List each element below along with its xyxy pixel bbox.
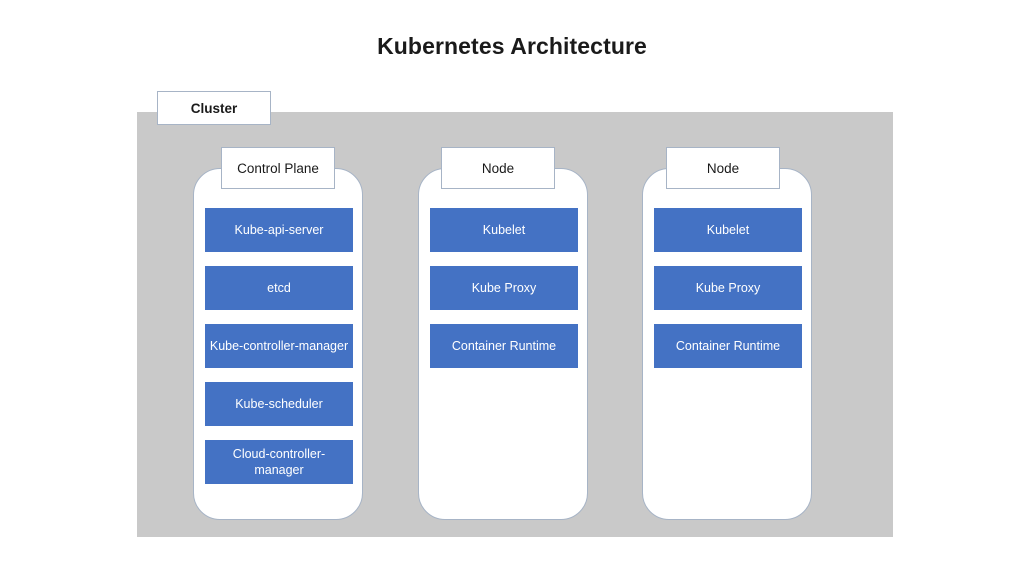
component-kube-controller-manager: Kube-controller-manager xyxy=(205,324,353,368)
component-container-runtime: Container Runtime xyxy=(430,324,578,368)
component-kubelet: Kubelet xyxy=(654,208,802,252)
component-cloud-controller-manager: Cloud-controller-manager xyxy=(205,440,353,484)
page-title: Kubernetes Architecture xyxy=(377,33,647,59)
component-kubelet: Kubelet xyxy=(430,208,578,252)
node-1-component-list: Kubelet Kube Proxy Container Runtime xyxy=(430,208,578,382)
component-kube-api-server: Kube-api-server xyxy=(205,208,353,252)
node-2-pod: Kubelet Kube Proxy Container Runtime xyxy=(642,168,812,520)
component-container-runtime: Container Runtime xyxy=(654,324,802,368)
node-2-component-list: Kubelet Kube Proxy Container Runtime xyxy=(654,208,802,382)
control-plane-component-list: Kube-api-server etcd Kube-controller-man… xyxy=(205,208,353,498)
control-plane-pod: Kube-api-server etcd Kube-controller-man… xyxy=(193,168,363,520)
component-etcd: etcd xyxy=(205,266,353,310)
node-1-label: Node xyxy=(441,147,555,189)
component-kube-scheduler: Kube-scheduler xyxy=(205,382,353,426)
node-2-label: Node xyxy=(666,147,780,189)
component-kube-proxy: Kube Proxy xyxy=(430,266,578,310)
node-1-pod: Kubelet Kube Proxy Container Runtime xyxy=(418,168,588,520)
control-plane-label: Control Plane xyxy=(221,147,335,189)
component-kube-proxy: Kube Proxy xyxy=(654,266,802,310)
cluster-label: Cluster xyxy=(157,91,271,125)
